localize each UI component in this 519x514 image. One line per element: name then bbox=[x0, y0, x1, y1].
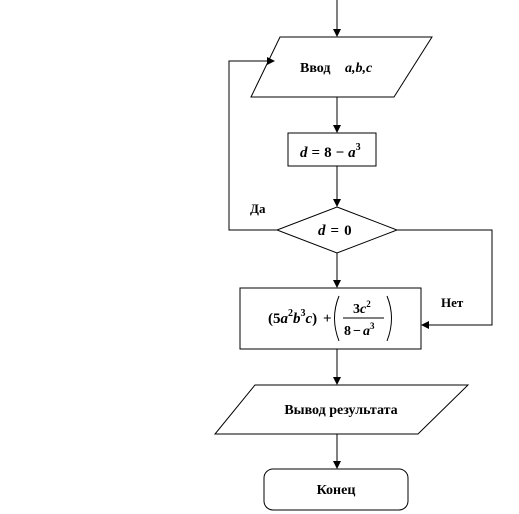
formula-b-exp: 3 bbox=[301, 308, 306, 319]
assign-exp: 3 bbox=[356, 142, 361, 153]
formula-den-minus: − bbox=[353, 324, 361, 339]
arrowhead-decision bbox=[333, 199, 341, 207]
assign-const: 8 bbox=[324, 145, 332, 161]
formula-a-exp: 2 bbox=[288, 308, 293, 319]
formula-den-exp: 3 bbox=[370, 321, 375, 331]
arrowhead-output bbox=[333, 377, 341, 385]
loop-back-arrowhead bbox=[267, 57, 275, 65]
assign-var: a bbox=[348, 145, 356, 161]
formula-numerator: 3c2 bbox=[353, 299, 371, 317]
assign-eq: = bbox=[312, 145, 321, 161]
assign-block-formula: d=8−a3 bbox=[300, 142, 361, 161]
no-branch-arrowhead bbox=[421, 321, 429, 329]
formula-close: ) bbox=[312, 311, 317, 327]
arrowhead-end bbox=[333, 461, 341, 469]
output-block-shape bbox=[213, 384, 470, 435]
formula-b: b bbox=[293, 311, 301, 327]
end-block-shape bbox=[263, 468, 409, 511]
formula-big-paren-left bbox=[334, 295, 340, 342]
arrowhead-assign bbox=[333, 125, 341, 133]
assign-minus: − bbox=[336, 145, 345, 161]
assign-lhs: d bbox=[300, 145, 308, 161]
formula-expression: (5a2b3c) + 3c2 8−a3 bbox=[268, 295, 392, 342]
formula-block-shape bbox=[239, 287, 422, 350]
branch-yes-label: Да bbox=[250, 201, 266, 216]
decision-block-formula: d =0 bbox=[318, 223, 352, 239]
formula-c: c bbox=[306, 311, 313, 327]
formula-open: (5 bbox=[268, 311, 281, 327]
formula-den-const: 8 bbox=[344, 324, 351, 339]
output-block-label: Вывод результата bbox=[284, 403, 397, 418]
decision-eq: = bbox=[331, 223, 340, 239]
decision-lhs: d bbox=[318, 223, 326, 239]
formula-denominator: 8−a3 bbox=[344, 321, 375, 339]
formula-num-coef: 3 bbox=[353, 302, 360, 317]
formula-den-var: a bbox=[363, 324, 370, 339]
formula-plus: + bbox=[323, 311, 332, 327]
formula-num-var: c bbox=[360, 302, 367, 317]
no-branch-connector bbox=[397, 229, 493, 326]
input-block-keyword: Ввод bbox=[300, 61, 330, 76]
input-block-vars: a,b,c bbox=[345, 61, 373, 76]
formula-left-term: (5a2b3c) bbox=[268, 308, 317, 327]
end-block-label: Конец bbox=[317, 483, 356, 498]
formula-num-exp: 2 bbox=[366, 299, 371, 309]
formula-big-paren-right bbox=[386, 295, 392, 342]
entry-arrowhead bbox=[333, 29, 341, 37]
formula-a: a bbox=[281, 311, 289, 327]
assign-block-shape bbox=[287, 132, 377, 167]
decision-rhs: 0 bbox=[344, 223, 352, 239]
input-block-shape bbox=[250, 36, 433, 98]
branch-no-label: Нет bbox=[441, 295, 464, 310]
arrowhead-formula bbox=[333, 280, 341, 288]
loop-back-connector bbox=[228, 60, 277, 231]
